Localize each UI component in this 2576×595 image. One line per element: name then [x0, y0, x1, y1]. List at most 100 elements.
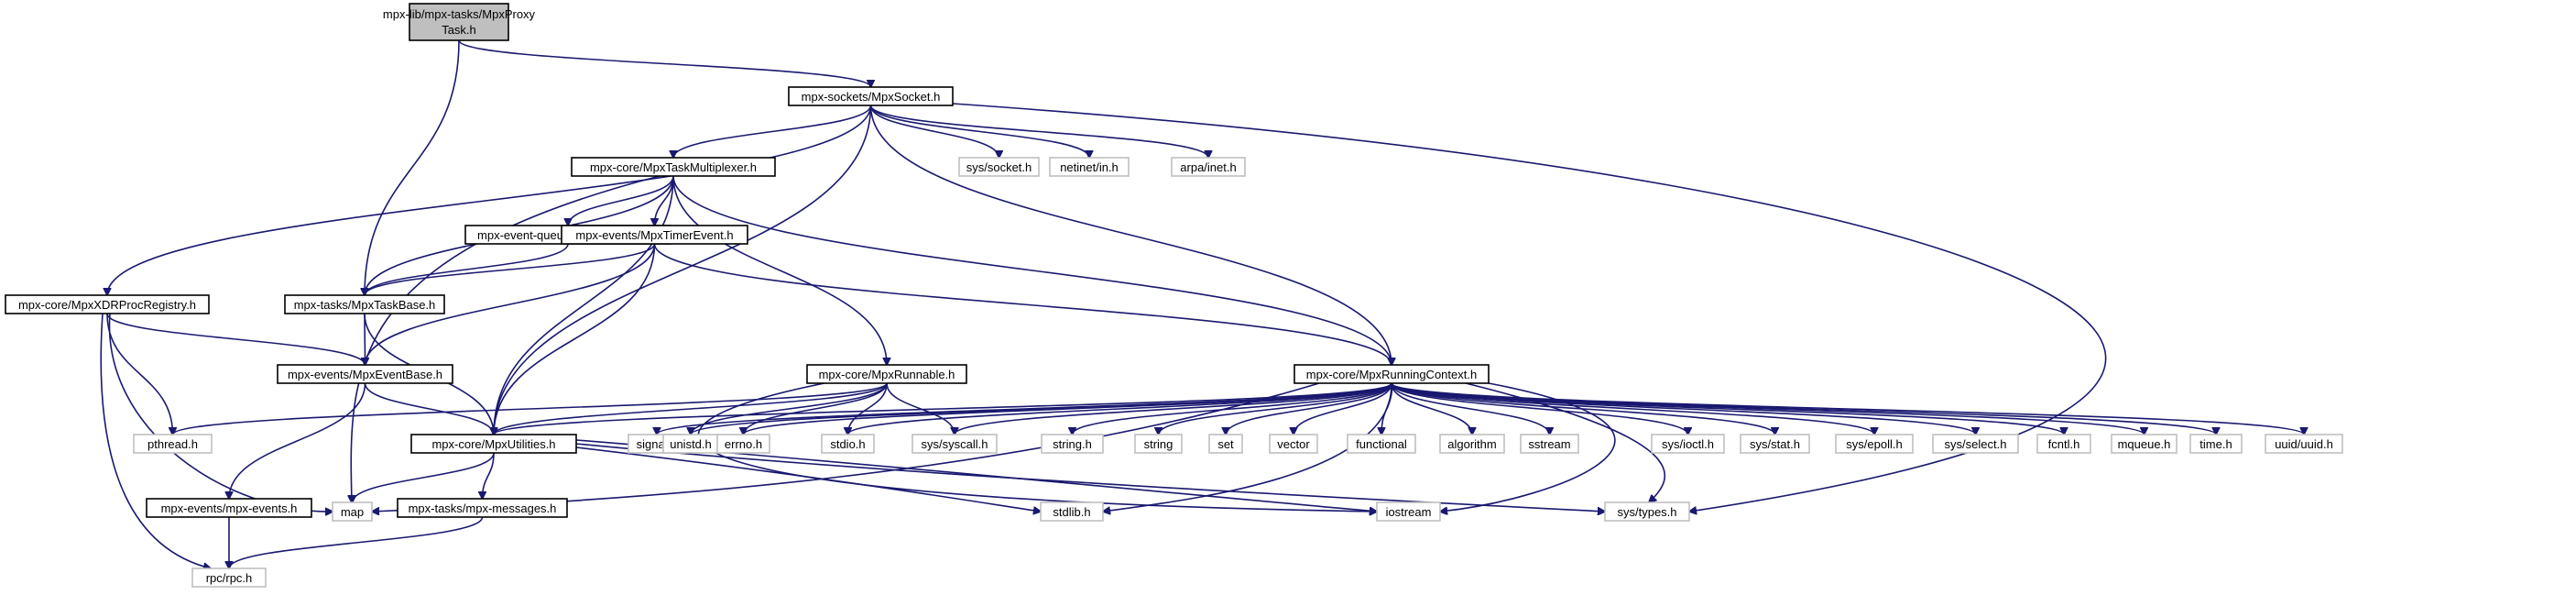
node-label-systypes: sys/types.h — [1617, 505, 1676, 519]
node-label-timerevent: mpx-events/MpxTimerEvent.h — [575, 228, 733, 242]
node-runnable[interactable]: mpx-core/MpxRunnable.h — [806, 364, 967, 384]
node-taskbase[interactable]: mpx-tasks/MpxTaskBase.h — [284, 294, 445, 314]
edge-xdrproc-to-eventbase — [106, 313, 366, 365]
node-label-mqueue: mqueue.h — [2118, 437, 2171, 451]
node-label-runctx: mpx-core/MpxRunningContext.h — [1306, 368, 1477, 381]
node-box-epoll — [1835, 434, 1914, 454]
node-label-unistd: unistd.h — [670, 437, 712, 451]
node-mqueue: mqueue.h — [2111, 434, 2178, 454]
edge-taskmux-to-utilities — [494, 175, 674, 435]
edge-utilities-to-map — [353, 452, 495, 502]
node-box-mpxevents — [146, 498, 312, 518]
node-socket[interactable]: mpx-sockets/MpxSocket.h — [788, 86, 954, 106]
node-stdio: stdio.h — [821, 434, 875, 454]
node-box-pthread — [133, 434, 213, 454]
node-box-proxy — [409, 3, 509, 41]
edge-runnable-to-errno — [744, 382, 888, 435]
node-box-socket — [788, 86, 954, 106]
node-box-functional — [1347, 434, 1416, 454]
node-syscall: sys/syscall.h — [911, 434, 998, 454]
edge-proxy-to-taskbase — [365, 39, 460, 295]
edge-runctx-to-vector — [1293, 382, 1392, 435]
node-errno: errno.h — [716, 434, 770, 454]
edge-socket-to-taskmux — [673, 105, 872, 158]
node-box-messages — [397, 498, 568, 518]
node-box-systypes — [1604, 501, 1690, 522]
edge-socket-to-arpainet — [869, 105, 1209, 158]
node-label-runnable: mpx-core/MpxRunnable.h — [819, 368, 955, 381]
node-epoll: sys/epoll.h — [1835, 434, 1914, 454]
node-runctx[interactable]: mpx-core/MpxRunningContext.h — [1293, 364, 1490, 384]
node-taskmux[interactable]: mpx-core/MpxTaskMultiplexer.h — [571, 157, 776, 177]
node-box-algorithm — [1439, 434, 1505, 454]
node-box-iostream — [1376, 501, 1441, 522]
edge-xdrproc-to-rpc — [100, 313, 211, 568]
node-stringh: string.h — [1041, 434, 1104, 454]
node-stat: sys/stat.h — [1740, 434, 1810, 454]
edge-runctx-to-sstream — [1391, 382, 1550, 435]
node-iostream: iostream — [1376, 501, 1441, 522]
node-systypes: sys/types.h — [1604, 501, 1690, 522]
node-time: time.h — [2189, 434, 2243, 454]
node-box-uuid — [2265, 434, 2343, 454]
node-box-timerevent — [561, 225, 748, 245]
edge-taskmux-to-runnable — [672, 175, 887, 365]
node-label-stringh: string.h — [1053, 437, 1092, 451]
node-box-rpc — [191, 567, 267, 588]
edge-runctx-to-mqueue — [1391, 382, 2145, 435]
node-box-time — [2189, 434, 2243, 454]
node-label-stat: sys/stat.h — [1750, 437, 1800, 451]
node-label-pthread: pthread.h — [147, 437, 198, 451]
node-box-stdio — [821, 434, 875, 454]
node-netinet: netinet/in.h — [1049, 157, 1130, 177]
edge-runctx-to-algorithm — [1391, 382, 1472, 435]
edge-socket-to-xdrproc — [107, 105, 872, 295]
node-label-functional: functional — [1356, 437, 1407, 451]
node-box-syssocket — [958, 157, 1040, 177]
edge-runnable-to-pthread — [173, 382, 888, 435]
node-string: string — [1134, 434, 1183, 454]
node-label-proxy: mpx-lib/mpx-tasks/MpxProxy — [383, 7, 536, 21]
node-arpainet: arpa/inet.h — [1171, 157, 1246, 177]
edge-socket-to-utilities — [494, 105, 872, 435]
node-mpxevents[interactable]: mpx-events/mpx-events.h — [146, 498, 312, 518]
node-xdrproc[interactable]: mpx-core/MpxXDRProcRegistry.h — [5, 294, 210, 314]
node-vector: vector — [1269, 434, 1318, 454]
node-label-epoll: sys/epoll.h — [1846, 437, 1902, 451]
edge-xdrproc-to-map — [108, 313, 333, 512]
node-select: sys/select.h — [1932, 434, 2019, 454]
edge-runctx-to-fcntl — [1391, 382, 2064, 435]
node-box-utilities — [410, 434, 577, 454]
node-box-ioctl — [1651, 434, 1725, 454]
node-messages[interactable]: mpx-tasks/mpx-messages.h — [397, 498, 568, 518]
node-eventbase[interactable]: mpx-events/MpxEventBase.h — [277, 364, 453, 384]
node-label-mpxevents: mpx-events/mpx-events.h — [161, 501, 298, 515]
node-label-stdio: stdio.h — [830, 437, 865, 451]
node-box-taskbase — [284, 294, 445, 314]
node-label-stdlib: stdlib.h — [1053, 505, 1090, 519]
node-sstream: sstream — [1520, 434, 1579, 454]
edge-timerevent-to-utilities — [494, 243, 656, 435]
node-label-socket: mpx-sockets/MpxSocket.h — [802, 90, 941, 104]
edge-mqtaskl-to-taskbase — [365, 243, 569, 295]
edge-runctx-to-syscall — [955, 382, 1392, 435]
node-box-sstream — [1520, 434, 1579, 454]
node-label-uuid: uuid/uuid.h — [2275, 437, 2333, 451]
edge-runctx-to-epoll — [1391, 382, 1874, 435]
node-utilities[interactable]: mpx-core/MpxUtilities.h — [410, 434, 577, 454]
node-box-vector — [1269, 434, 1318, 454]
edge-runctx-to-iostream — [1440, 382, 1616, 512]
node-label-map: map — [341, 505, 364, 519]
node-stdlib: stdlib.h — [1040, 501, 1104, 522]
edge-socket-to-syssocket — [869, 105, 999, 158]
edge-runnable-to-unistd — [691, 382, 888, 435]
node-box-syscall — [911, 434, 998, 454]
node-label-ioctl: sys/ioctl.h — [1662, 437, 1714, 451]
node-label-fcntl: fcntl.h — [2048, 437, 2080, 451]
node-label-algorithm: algorithm — [1447, 437, 1496, 451]
edge-eventbase-to-mpxevents — [229, 382, 366, 499]
node-box-arpainet — [1171, 157, 1246, 177]
node-label-syscall: sys/syscall.h — [922, 437, 988, 451]
node-timerevent[interactable]: mpx-events/MpxTimerEvent.h — [561, 225, 748, 245]
